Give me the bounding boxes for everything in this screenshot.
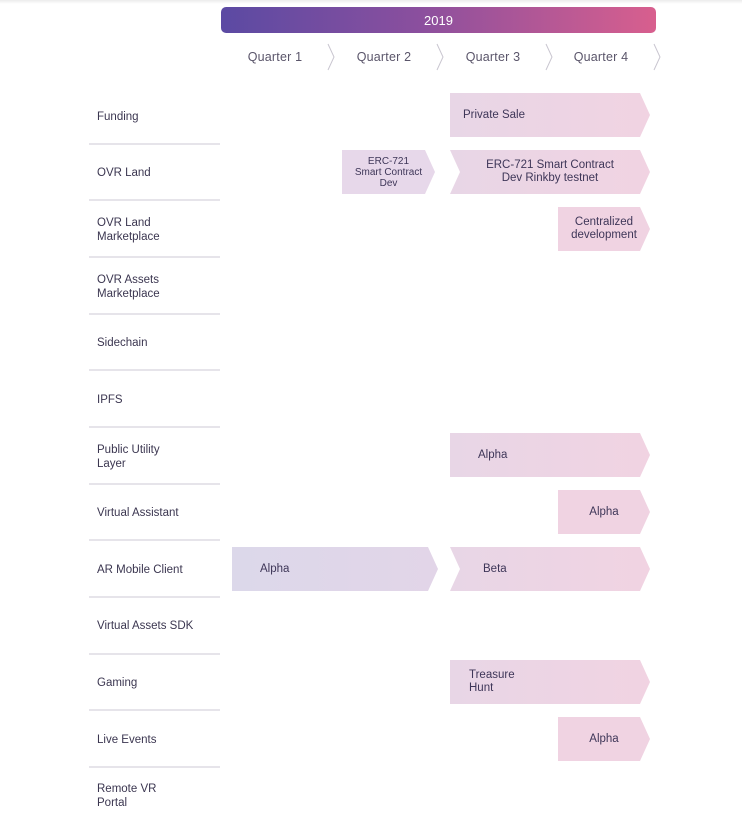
- chevron-right-icon: [326, 42, 336, 72]
- row-label-funding: Funding: [97, 111, 139, 123]
- bar-public-utility-alpha: Alpha: [450, 433, 650, 477]
- row-divider: [89, 766, 220, 768]
- row-divider: [89, 256, 220, 258]
- row-label-gaming: Gaming: [97, 677, 138, 689]
- row-divider: [89, 143, 220, 145]
- bar-ar-mobile-beta: Beta: [450, 547, 650, 591]
- row-divider: [89, 313, 220, 315]
- year-label: 2019: [424, 12, 453, 28]
- bar-funding-private-sale: Private Sale: [450, 93, 650, 137]
- row-divider: [89, 709, 220, 711]
- row-label-sidechain: Sidechain: [97, 337, 148, 349]
- quarter-2-header: Quarter 2: [356, 50, 412, 64]
- row-label-ovr-assets-marketplace: OVR Assets Marketplace: [97, 274, 160, 300]
- bar-ar-mobile-alpha: Alpha: [232, 547, 438, 591]
- row-divider: [89, 369, 220, 371]
- year-header: 2019: [221, 7, 656, 33]
- chevron-right-icon: [652, 42, 662, 72]
- bar-live-events-alpha: Alpha: [558, 717, 650, 761]
- row-label-ovr-land-marketplace: OVR Land Marketplace: [97, 217, 160, 243]
- bar-land-marketplace-centralized: Centralized development: [558, 207, 650, 251]
- top-shadow: [0, 0, 742, 4]
- row-label-virtual-assets-sdk: Virtual Assets SDK: [97, 620, 194, 632]
- row-divider: [89, 483, 220, 485]
- row-label-ipfs: IPFS: [97, 394, 123, 406]
- chevron-right-icon: [544, 42, 554, 72]
- row-divider: [89, 426, 220, 428]
- bar-ovr-land-erc721-testnet: ERC-721 Smart Contract Dev Rinkby testne…: [450, 150, 650, 194]
- row-divider: [89, 653, 220, 655]
- quarter-3-header: Quarter 3: [465, 50, 521, 64]
- row-label-virtual-assistant: Virtual Assistant: [97, 507, 179, 519]
- row-label-ovr-land: OVR Land: [97, 167, 151, 179]
- row-divider: [89, 199, 220, 201]
- row-divider: [89, 596, 220, 598]
- row-divider: [89, 539, 220, 541]
- bar-virtual-assistant-alpha: Alpha: [558, 490, 650, 534]
- quarter-4-header: Quarter 4: [573, 50, 629, 64]
- row-label-ar-mobile-client: AR Mobile Client: [97, 564, 183, 576]
- row-label-remote-vr-portal: Remote VR Portal: [97, 783, 157, 809]
- bar-ovr-land-erc721-dev: ERC-721 Smart Contract Dev: [342, 150, 435, 194]
- quarter-1-header: Quarter 1: [247, 50, 303, 64]
- bar-gaming-treasure-hunt: Treasure Hunt: [450, 660, 650, 704]
- chevron-right-icon: [435, 42, 445, 72]
- row-label-live-events: Live Events: [97, 734, 157, 746]
- row-label-public-utility-layer: Public Utility Layer: [97, 444, 160, 470]
